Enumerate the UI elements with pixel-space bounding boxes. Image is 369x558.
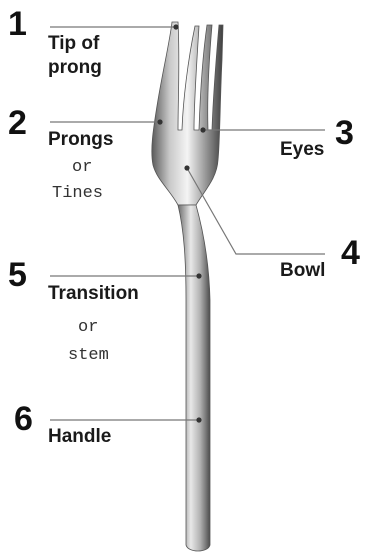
fork-shape [152,22,223,551]
marker-dot-5 [196,273,201,278]
part-label-5: Transition [48,282,139,306]
part-label-6: Handle [48,425,111,449]
part-label-3: Eyes [280,138,324,162]
part-number-2: 2 [8,106,27,140]
marker-dot-4 [184,165,189,170]
part-label-2: Prongs [48,128,113,152]
marker-dot-1 [173,24,178,29]
part-number-6: 6 [14,402,33,436]
part-label-4: Bowl [280,259,325,283]
part-alt-2-line-1: or [72,156,92,180]
fork-head [152,22,223,205]
part-label-1-line-2: prong [48,56,102,80]
marker-dot-2 [157,119,162,124]
marker-dot-6 [196,417,201,422]
part-label-1-line-1: Tip of [48,32,102,56]
part-number-3: 3 [335,116,354,150]
part-number-5: 5 [8,258,27,292]
part-alt-5-line-2: stem [68,344,109,368]
part-label-1: Tip of prong [48,32,102,80]
part-alt-5-line-1: or [78,316,98,340]
part-number-4: 4 [341,236,360,270]
marker-dot-3 [200,127,205,132]
part-number-1: 1 [8,7,27,41]
fork-handle [178,205,210,551]
part-alt-2-line-2: Tines [52,182,103,206]
